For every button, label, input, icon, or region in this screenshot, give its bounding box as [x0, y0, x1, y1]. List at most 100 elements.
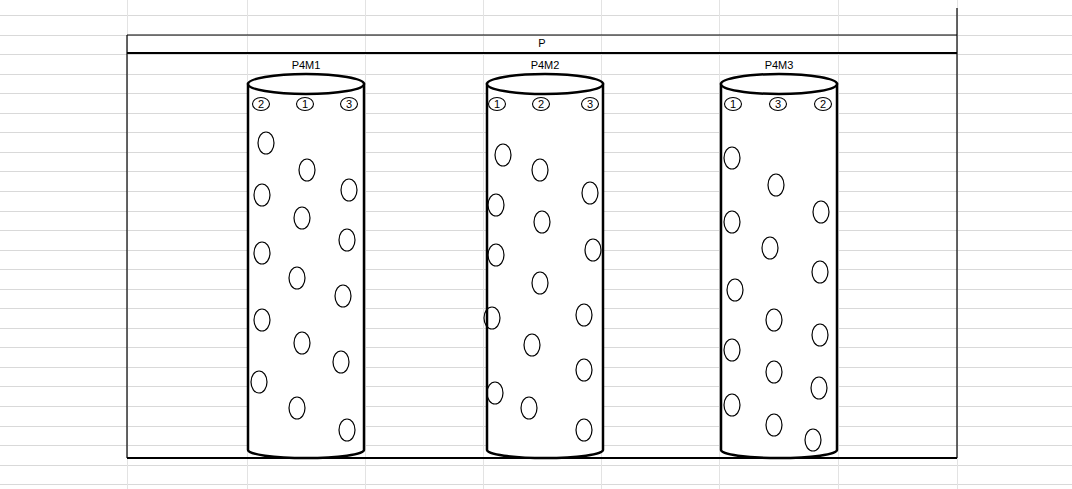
hole — [762, 237, 778, 259]
numbered-circle: 2 — [252, 97, 270, 111]
perforated-cylinder: P4M2 1 2 3 — [483, 58, 607, 464]
hole — [724, 339, 740, 361]
table-border — [956, 8, 957, 458]
cylinder-outline — [483, 58, 607, 464]
hole — [532, 159, 548, 181]
hole — [724, 211, 740, 233]
cylinder-outline — [717, 58, 841, 464]
hole — [524, 334, 540, 356]
circle-number: 2 — [252, 97, 270, 111]
numbered-circle: 3 — [340, 97, 358, 111]
hole — [812, 261, 828, 283]
hole — [766, 361, 782, 383]
hole — [534, 211, 550, 233]
hole — [811, 377, 827, 399]
hole — [582, 182, 598, 204]
grid-line — [957, 0, 958, 489]
hole — [532, 272, 548, 294]
grid-line — [0, 15, 1072, 16]
hole — [576, 419, 592, 441]
table-header: P — [127, 36, 957, 51]
circle-number: 3 — [581, 97, 599, 111]
circle-outline — [725, 98, 742, 111]
hole — [254, 184, 270, 206]
circle-outline — [815, 98, 832, 111]
circle-outline — [297, 98, 314, 111]
hole — [585, 239, 601, 261]
hole — [341, 179, 357, 201]
numbered-circle: 3 — [581, 97, 599, 111]
hole — [576, 304, 592, 326]
numbered-circle: 1 — [296, 97, 314, 111]
hole — [339, 419, 355, 441]
hole — [258, 132, 274, 154]
hole — [333, 351, 349, 373]
circle-outline — [341, 98, 358, 111]
cylinder-top — [487, 74, 603, 94]
hole — [576, 359, 592, 381]
hole — [484, 307, 500, 329]
cylinder-label: P4M1 — [244, 58, 368, 72]
circle-number: 2 — [532, 97, 550, 111]
cylinder-top — [248, 74, 364, 94]
cylinder-top — [721, 74, 837, 94]
hole — [335, 285, 351, 307]
circle-number: 1 — [296, 97, 314, 111]
numbered-circle: 2 — [532, 97, 550, 111]
circle-outline — [582, 98, 599, 111]
hole — [488, 244, 504, 266]
hole — [294, 207, 310, 229]
perforated-cylinder: P4M1 2 1 3 — [244, 58, 368, 464]
hole — [299, 159, 315, 181]
cylinder-body — [487, 84, 603, 458]
numbered-circle: 3 — [769, 97, 787, 111]
hole — [768, 174, 784, 196]
hole — [724, 147, 740, 169]
table-border — [127, 52, 957, 54]
cylinder-body — [248, 84, 364, 458]
circle-outline — [489, 98, 506, 111]
circle-outline — [770, 98, 787, 111]
grid-line — [0, 54, 1072, 55]
hole — [812, 324, 828, 346]
hole — [727, 279, 743, 301]
hole — [487, 382, 503, 404]
hole — [289, 397, 305, 419]
table-border — [127, 34, 957, 35]
circle-number: 3 — [340, 97, 358, 111]
hole — [254, 242, 270, 264]
circle-number: 1 — [724, 97, 742, 111]
hole — [254, 309, 270, 331]
grid-line — [0, 35, 1072, 36]
hole — [251, 371, 267, 393]
cylinder-outline — [244, 58, 368, 464]
hole — [294, 332, 310, 354]
grid-line — [127, 0, 128, 489]
perforated-cylinder: P4M3 1 3 2 — [717, 58, 841, 464]
numbered-circle: 1 — [488, 97, 506, 111]
numbered-circle: 2 — [814, 97, 832, 111]
grid-line — [0, 465, 1072, 466]
circle-number: 2 — [814, 97, 832, 111]
hole — [724, 394, 740, 416]
circle-number: 1 — [488, 97, 506, 111]
hole — [813, 201, 829, 223]
hole — [766, 414, 782, 436]
hole — [766, 309, 782, 331]
hole — [521, 397, 537, 419]
cylinder-label: P4M3 — [717, 58, 841, 72]
hole — [339, 229, 355, 251]
cylinder-body — [721, 84, 837, 458]
grid-line — [483, 0, 484, 489]
hole — [289, 267, 305, 289]
table-border — [126, 35, 127, 458]
numbered-circle: 1 — [724, 97, 742, 111]
circle-outline — [253, 98, 270, 111]
hole — [488, 194, 504, 216]
circle-number: 3 — [769, 97, 787, 111]
grid-line — [0, 484, 1072, 485]
cylinder-label: P4M2 — [483, 58, 607, 72]
circle-outline — [533, 98, 550, 111]
hole — [805, 429, 821, 451]
hole — [495, 144, 511, 166]
